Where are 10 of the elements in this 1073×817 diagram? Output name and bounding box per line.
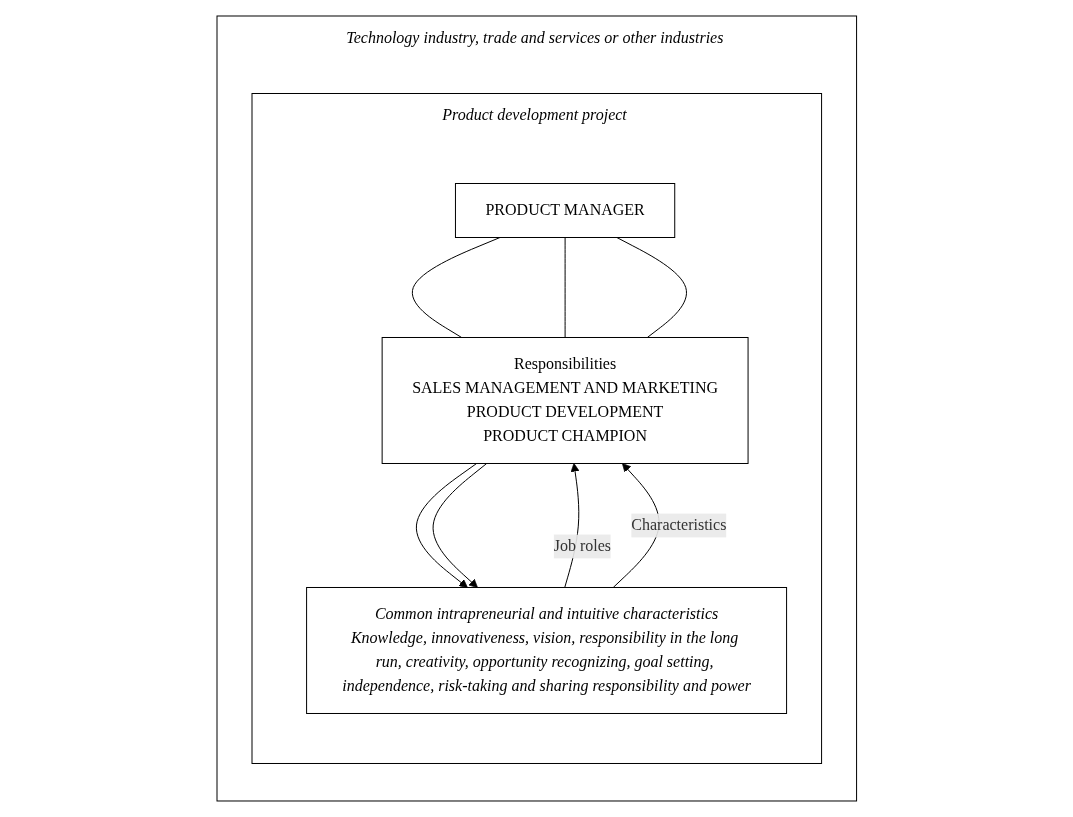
arrow: [415, 463, 477, 588]
arrow: [432, 463, 487, 588]
node-box: PRODUCT MANAGER: [454, 183, 675, 238]
connector: [564, 237, 566, 338]
node-box: Responsibilities SALES MANAGEMENT AND MARKETING PRODUCT DEVELOPMENT PRODUCT CHAMPION: [381, 337, 749, 464]
edge-label: Job roles: [553, 537, 611, 555]
connector: [411, 237, 501, 338]
edge-label: Characteristics: [630, 516, 727, 534]
connector: [616, 237, 687, 338]
node-box: Common intrapreneurial and intuitive characteristics Knowledge, innovativeness, vision, responsibility in the long run, creativity, opportunity recognizing, goal setting, independence, risk-taking and sharing responsibility and power: [305, 587, 787, 714]
